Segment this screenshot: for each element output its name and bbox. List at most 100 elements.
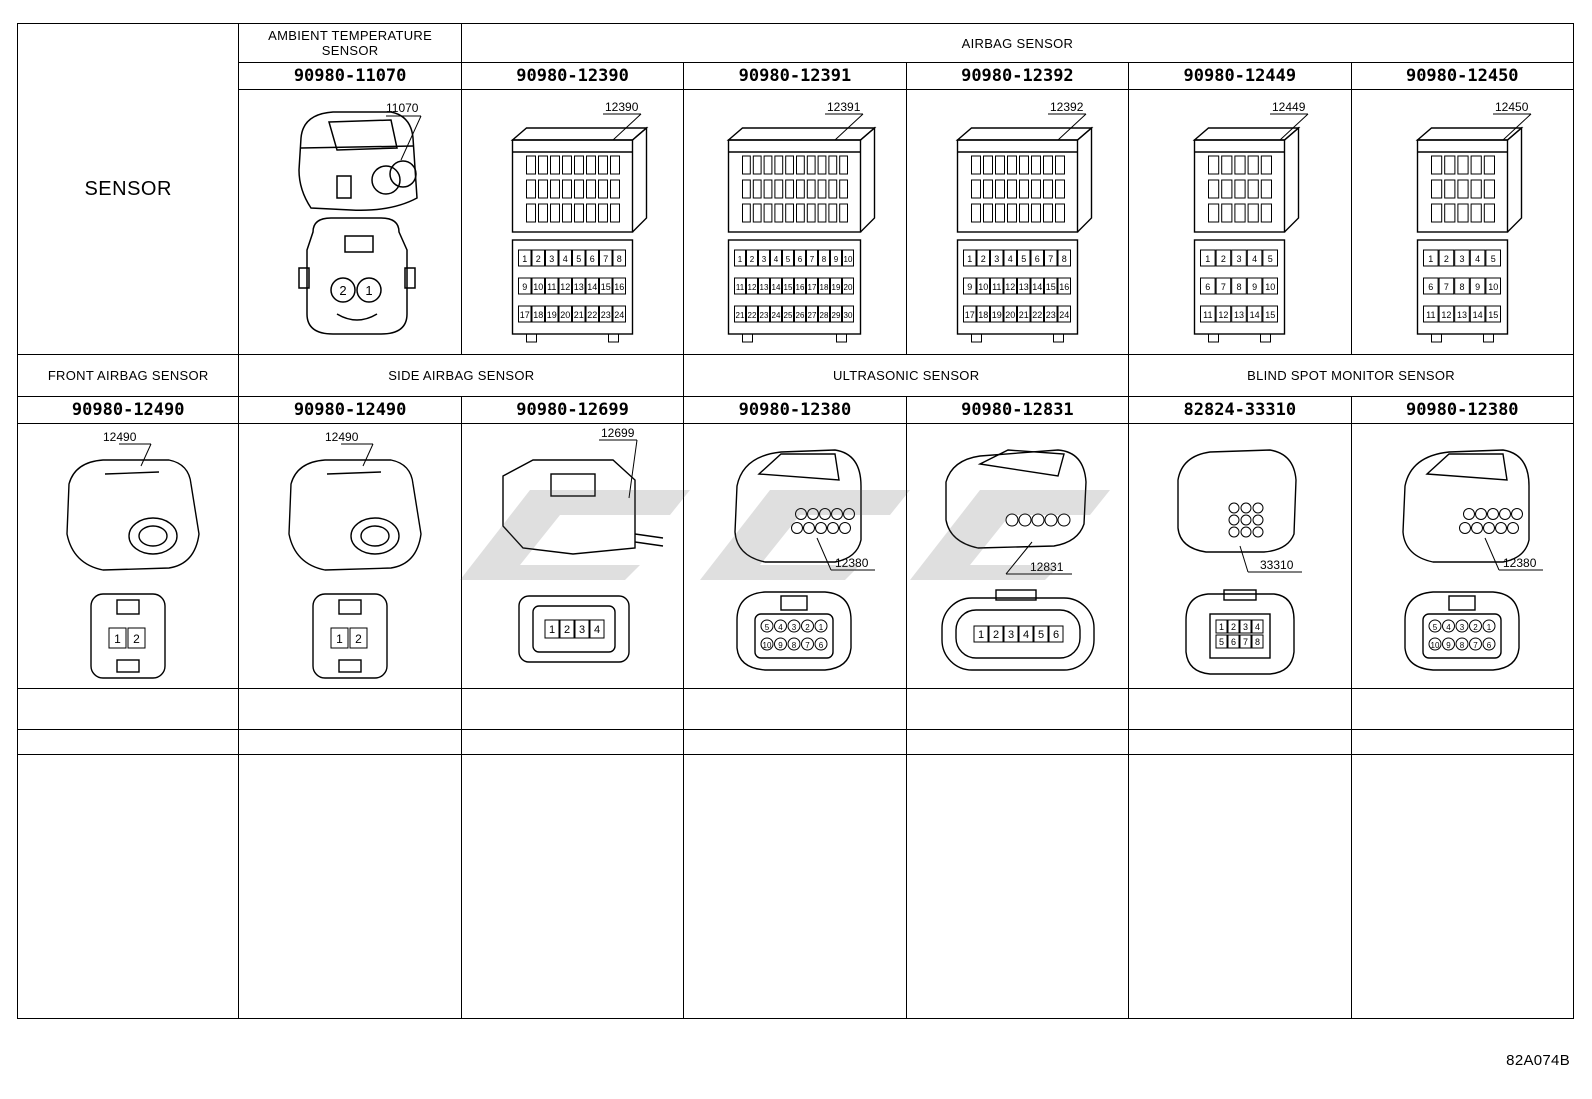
- pin-cell: [842, 305, 855, 323]
- pin-label: 21: [736, 311, 745, 320]
- blank-cell: [1350, 729, 1575, 755]
- side-airbag-caption: SIDE AIRBAG SENSOR: [238, 354, 685, 397]
- pin-cavity: [994, 155, 1005, 175]
- pin-cell: [1482, 619, 1496, 633]
- pin-cavity: [1054, 203, 1065, 223]
- pin-cavity: [538, 155, 549, 175]
- pin-label: 9: [1475, 282, 1480, 292]
- pin-cell: [1455, 637, 1469, 651]
- pin-label: 3: [1008, 629, 1014, 641]
- pin-cell: [518, 249, 532, 267]
- pin-label: 4: [1446, 623, 1451, 632]
- pin-label: 6: [590, 254, 595, 264]
- pin-cell: [801, 619, 815, 633]
- pin-cell: [1016, 249, 1031, 267]
- pin-label: 8: [792, 641, 797, 650]
- pin-cell: [558, 277, 573, 295]
- front-airbag-caption: FRONT AIRBAG SENSOR: [16, 354, 240, 397]
- pin-label: 7: [1473, 641, 1478, 650]
- pin-cavity: [785, 203, 795, 223]
- pin-cell: [1043, 305, 1058, 323]
- pin-label: 12: [1219, 310, 1229, 320]
- pin-label: 1: [365, 283, 372, 298]
- pin-label: 8: [1460, 641, 1465, 650]
- pin-label: 15: [601, 282, 611, 292]
- pin-label: 2: [806, 623, 811, 632]
- pin-label: 29: [832, 311, 841, 320]
- pin-cell: [330, 627, 349, 649]
- pin-label: 2: [339, 283, 346, 298]
- blank-row: [16, 729, 1575, 755]
- pin-cavity: [742, 179, 752, 199]
- pin-cell: [1239, 619, 1252, 634]
- pin-cavity: [1462, 508, 1475, 520]
- drawing-line: [116, 599, 140, 615]
- pin-cavity: [796, 179, 806, 199]
- pin-cavity: [598, 155, 609, 175]
- pin-cavity: [1506, 522, 1519, 534]
- drawing-line: [1284, 126, 1300, 233]
- pin-cavity: [574, 179, 585, 199]
- pin-cavity: [1457, 155, 1469, 175]
- connector-face: [941, 597, 1095, 671]
- pin-label: 4: [779, 623, 784, 632]
- blank-row: [16, 754, 1575, 1019]
- pin-cell: [1030, 249, 1044, 267]
- pin-cell: [1200, 249, 1216, 267]
- ambient-caption-l2: SENSOR: [321, 43, 379, 58]
- pin-cell: [1428, 637, 1442, 651]
- pin-cell: [1043, 249, 1058, 267]
- pin-cavity: [1470, 203, 1482, 223]
- pin-label: 1: [967, 254, 972, 264]
- pin-label: 2: [1231, 622, 1236, 632]
- callout-line: [1484, 537, 1500, 571]
- pin-cavity: [839, 203, 849, 223]
- drawing-line: [995, 589, 1037, 601]
- pin-cavity: [753, 203, 763, 223]
- pin-label: 23: [601, 310, 611, 320]
- pin-label: 2: [1444, 254, 1449, 264]
- connector-face: [1404, 591, 1520, 671]
- pin-label: 3: [762, 255, 767, 264]
- pin-cavity: [526, 155, 537, 175]
- pin-cavity: [1042, 179, 1053, 199]
- pin-cell: [349, 627, 368, 649]
- drawing-line: [326, 471, 381, 475]
- pin-cavity: [1498, 508, 1511, 520]
- pin-cavity: [843, 508, 856, 520]
- pin-label: 19: [547, 310, 557, 320]
- pin-cell: [989, 249, 1004, 267]
- pin-cavity: [818, 155, 827, 175]
- pin-label: 12: [748, 283, 757, 292]
- pin-label: 5: [1268, 254, 1273, 264]
- pin-label: 4: [594, 624, 600, 636]
- pin-cell: [1468, 619, 1482, 633]
- pin-cavity: [1247, 179, 1260, 199]
- drawing-line: [1415, 127, 1524, 141]
- pin-label: 13: [574, 282, 584, 292]
- pin-cavity: [791, 522, 804, 534]
- pin-cell: [818, 249, 831, 267]
- pin-cell: [782, 249, 795, 267]
- pin-cavity: [1208, 179, 1220, 199]
- connector-face: [1185, 593, 1295, 675]
- pin-label: 5: [1021, 254, 1026, 264]
- pin-cell: [806, 277, 819, 295]
- pin-cell: [976, 249, 990, 267]
- callout-line: [1057, 113, 1087, 141]
- pin-label: 28: [820, 311, 829, 320]
- pin-cell: [774, 637, 788, 651]
- pin-cavity: [1470, 179, 1482, 199]
- connector-face: [728, 239, 862, 335]
- callout-line: [816, 537, 832, 571]
- part-number: 82824-33310: [1128, 396, 1352, 424]
- drawing-line: [1416, 139, 1508, 233]
